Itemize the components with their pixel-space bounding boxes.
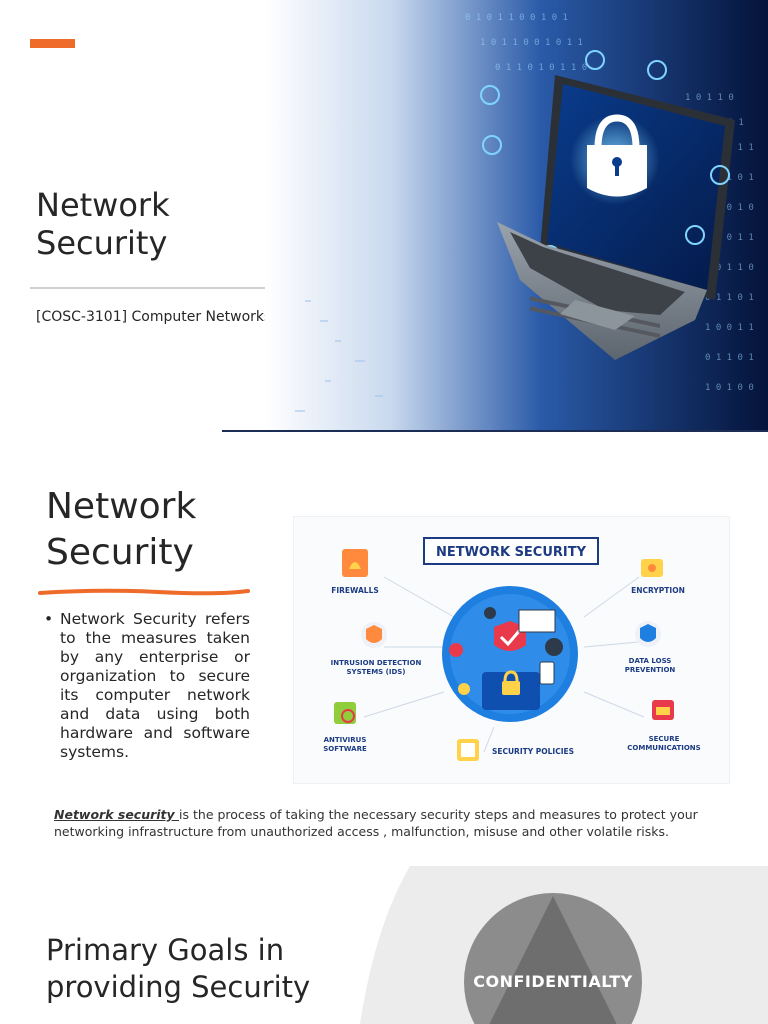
slide-bottom-line: [222, 430, 768, 432]
ids-label-line1: INTRUSION DETECTION: [331, 659, 422, 667]
bullet-point: • Network Security refers to the measure…: [44, 610, 250, 762]
infographic-heading-box: [423, 537, 599, 565]
goals-slide: Primary Goals in providing Security CONF…: [0, 866, 768, 1024]
svg-text:0 1 0 1 1 0 0 1 0 1: 0 1 0 1 1 0 0 1 0 1: [465, 13, 568, 23]
shield-icon: [494, 621, 526, 651]
svg-text:0 1 1 0 1: 0 1 1 0 1: [705, 353, 754, 363]
slide-title-line1: Network: [36, 186, 170, 224]
bullet-text: Network Security refers to the measures …: [60, 610, 250, 761]
security-policies-label: SECURITY POLICIES: [492, 747, 574, 756]
encryption-label: ENCRYPTION: [631, 586, 685, 595]
svg-text:1 1 0 1 0: 1 1 0 1 0: [705, 203, 754, 213]
bullet-dot: •: [44, 610, 54, 628]
definition-text: Network security is the process of takin…: [54, 806, 734, 840]
antivirus-label-line2: SOFTWARE: [323, 745, 367, 753]
title-slide: Network Security [COSC-3101] Computer Ne…: [0, 0, 768, 432]
infographic-heading: NETWORK SECURITY: [436, 545, 587, 560]
antivirus-label-line1: ANTIVIRUS: [324, 736, 367, 744]
antivirus-icon: [334, 702, 356, 724]
dlp-label-line1: DATA LOSS: [629, 657, 672, 665]
slide-title: Primary Goals in providing Security: [46, 932, 346, 1006]
svg-text:1 0 1 1 0: 1 0 1 1 0: [685, 93, 734, 103]
definition-term: Network security: [54, 807, 180, 822]
svg-text:0 1 1 0 1: 0 1 1 0 1: [705, 293, 754, 303]
slide-title-line1: Network: [46, 486, 197, 527]
definition-body: is the process of taking the necessary s…: [54, 807, 698, 839]
slide-title: Network Security: [36, 186, 276, 262]
slide-title-line2: Security: [36, 224, 168, 262]
svg-text:1 0 1 1 0: 1 0 1 1 0: [705, 263, 754, 273]
secure-comm-label-line2: COMMUNICATIONS: [627, 744, 700, 752]
slide-title-line2: Security: [46, 532, 194, 573]
data-loss-prevention-icon: [640, 624, 656, 642]
gear-icon: [545, 638, 563, 656]
ids-icon: [366, 625, 382, 643]
svg-text:1 0 0 1 1: 1 0 0 1 1: [705, 323, 754, 333]
svg-text:0 1 0 1 1: 0 1 0 1 1: [705, 233, 754, 243]
dlp-label-line2: PREVENTION: [625, 666, 676, 674]
slide-title-line1: Primary Goals in: [46, 933, 285, 967]
title-divider: [30, 287, 280, 289]
laptop-padlock-binary-icon: 0 1 0 1 1 0 0 1 0 1 1 0 1 1 0 0 1 0 1 1 …: [265, 0, 768, 432]
firewalls-label: FIREWALLS: [331, 586, 379, 595]
goals-background: [354, 866, 768, 1024]
ids-label-line2: SYSTEMS (IDS): [346, 668, 405, 676]
network-security-infographic: NETWORK SECURITY FIREWALLS INTRUSION DET…: [293, 516, 730, 784]
definition-slide: Network Security • Network Security refe…: [0, 448, 768, 858]
svg-text:1 0 1 0 0: 1 0 1 0 0: [705, 383, 754, 393]
confidentiality-label: CONFIDENTIALTY: [473, 972, 633, 991]
secure-comm-label-line1: SECURE: [649, 735, 680, 743]
svg-text:0 1 1 0 1 0 1 1 0: 0 1 1 0 1 0 1 1 0: [495, 63, 587, 73]
slide-subtitle: [COSC-3101] Computer Networks: [36, 309, 272, 325]
svg-text:1 0 1 1 0 0 1 0 1 1: 1 0 1 1 0 0 1 0 1 1: [480, 38, 583, 48]
brush-underline: [38, 588, 250, 596]
slide-title-line2: providing Security: [46, 970, 311, 1004]
slide-title: Network Security: [46, 484, 286, 576]
accent-bar: [30, 39, 75, 48]
security-triangle: [489, 896, 617, 1024]
